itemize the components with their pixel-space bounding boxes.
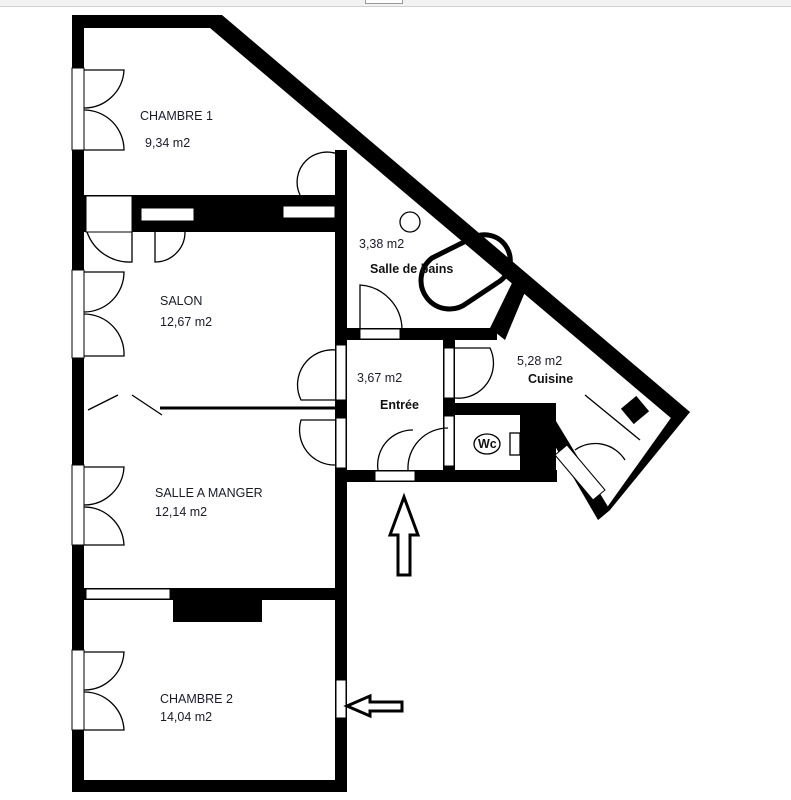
wall-top: [72, 15, 212, 28]
room-name-salon: SALON: [160, 294, 203, 308]
door-gap-salon: [85, 195, 133, 233]
wall-wc-top: [455, 403, 535, 415]
wall-right-living: [335, 150, 347, 792]
wall-diagonal: [205, 15, 690, 424]
room-area-chambre2: 14,04 m2: [160, 710, 213, 724]
window-chambre1: [71, 67, 85, 151]
arrow-up-entrance-icon: [387, 492, 421, 577]
wall-bath-diag: [490, 283, 525, 340]
room-area-cuisine: 5,28 m2: [517, 354, 563, 368]
window-chambre2: [71, 649, 85, 731]
stove-icon: [620, 395, 650, 425]
bathtub-icon: [418, 232, 513, 312]
toilet-icon: [473, 433, 501, 455]
room-name-chambre2: CHAMBRE 2: [160, 692, 233, 706]
room-area-salon: 12,67 m2: [160, 315, 213, 329]
shelf-2: [282, 205, 336, 219]
room-area-sam: 12,14 m2: [155, 505, 208, 519]
sink-icon: [399, 211, 421, 233]
wall-left: [72, 15, 84, 792]
room-name-entree: Entrée: [380, 398, 419, 412]
door-gap-kitchen: [443, 347, 455, 399]
room-name-wc: Wc: [478, 437, 497, 451]
wall-kitchen-end: [598, 408, 690, 520]
arrow-left-entrance-icon: [343, 693, 404, 719]
shelf: [140, 207, 195, 222]
kitchen-window: [554, 444, 606, 501]
room-name-cuisine: Cuisine: [528, 372, 574, 386]
door-gap-wc: [443, 415, 455, 467]
door-swings: [83, 69, 641, 731]
room-name-sam: SALLE A MANGER: [155, 486, 263, 500]
chimney-block: [173, 588, 262, 622]
counter-line: [584, 394, 641, 441]
room-area-entree: 3,67 m2: [357, 371, 403, 385]
wall-bottom: [72, 780, 347, 792]
door-gap-sam-entree: [335, 417, 347, 469]
window-tab: [365, 0, 403, 4]
room-name-bath: Salle de bains: [370, 262, 454, 276]
room-area-bath: 3,38 m2: [359, 237, 405, 251]
kitchen-door-swing: [574, 442, 626, 461]
room-area-chambre1: 9,34 m2: [145, 136, 191, 150]
door-gap-salon-entree: [335, 344, 347, 401]
door-gap-chambre2: [335, 679, 347, 719]
window-sam: [71, 464, 85, 546]
entrance-door-gap: [374, 470, 416, 482]
openings: [71, 67, 455, 731]
door-gap-bath: [359, 328, 401, 340]
window-internal: [85, 588, 171, 600]
room-name-chambre1: CHAMBRE 1: [140, 109, 213, 123]
window-salon: [71, 269, 85, 359]
wc-sink-icon: [509, 432, 521, 456]
